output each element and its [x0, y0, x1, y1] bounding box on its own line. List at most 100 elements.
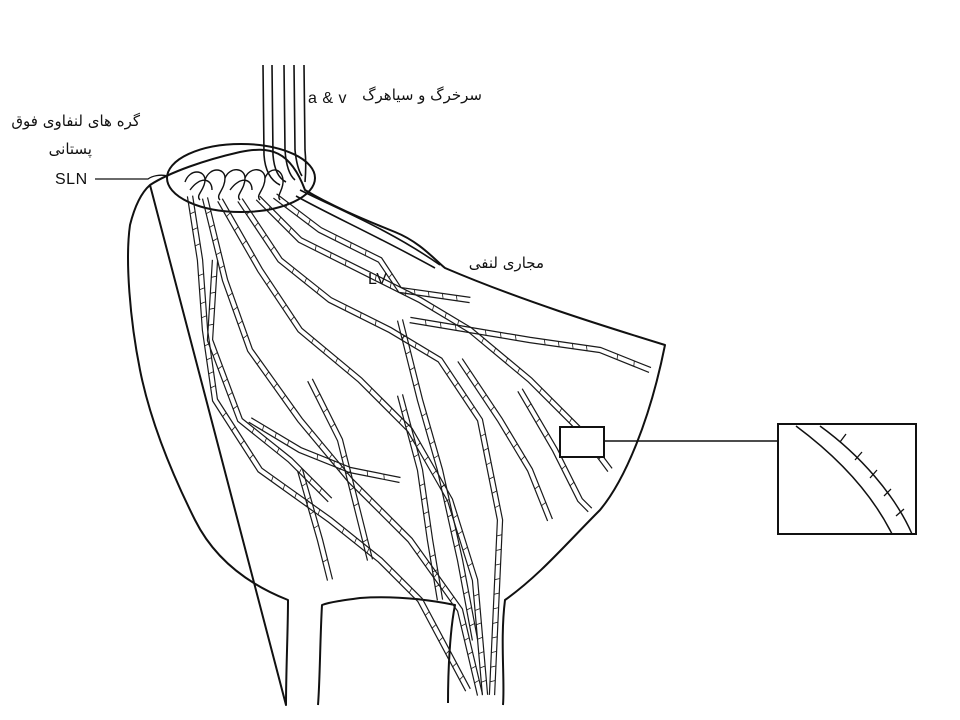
lymph-valve-tick	[206, 357, 212, 361]
lymph-valve-tick	[616, 354, 618, 360]
lymph-valve-tick	[195, 243, 201, 247]
artery-vein-label-en: a & v	[308, 90, 347, 107]
lymph-vessel-wall	[409, 322, 650, 373]
lymph-valve-tick	[568, 418, 573, 424]
lymph-node-circle	[166, 143, 316, 213]
lymph-valve-tick	[445, 649, 450, 655]
lymph-valve-tick	[359, 312, 362, 319]
lymph-valve-tick	[328, 454, 333, 460]
lymph-valve-tick	[527, 403, 532, 408]
lymph-valve-tick	[389, 282, 392, 289]
lymph-valve-tick	[414, 289, 416, 295]
lymph-valve-tick	[267, 206, 271, 212]
lymph-valve-tick	[493, 592, 500, 595]
lymph-valve-tick	[341, 455, 347, 459]
lymph-valve-tick	[424, 456, 429, 461]
lymph-valve-tick	[282, 484, 286, 490]
lymph-valve-tick	[459, 675, 464, 680]
lymph-valve-tick	[308, 219, 311, 225]
lymph-vessel-wall	[248, 421, 400, 484]
lymph-valve-tick	[282, 304, 287, 309]
lymph-valve-tick	[401, 335, 407, 339]
lymph-valve-tick	[251, 427, 255, 434]
lymph-valve-tick	[491, 651, 497, 653]
lymph-vessel-wall	[221, 198, 489, 695]
lymph-valve-tick	[200, 301, 206, 305]
lymph-valve-tick	[318, 442, 323, 448]
lymph-valve-tick	[349, 487, 355, 491]
lymph-valve-tick	[457, 320, 460, 326]
lymph-valve-tick	[374, 275, 377, 281]
lymph-valve-tick	[316, 287, 320, 294]
lymph-valve-tick	[490, 406, 495, 411]
lymph-valve-tick	[308, 430, 313, 436]
lymph-valve-tick	[474, 382, 479, 387]
lymph-valve-tick	[561, 465, 566, 470]
lymph-node-label-fa-line1: گره های لنفاوی فوق	[11, 112, 140, 130]
lymph-valve-tick	[231, 426, 236, 431]
lymph-valve-tick	[450, 529, 457, 533]
lymph-vessel-wall	[206, 197, 484, 695]
lymph-valve-tick	[345, 471, 351, 475]
lymph-valve-tick	[425, 611, 430, 616]
lymph-valve-tick	[517, 367, 521, 374]
lymph-vessel-wall	[237, 201, 499, 695]
lymph-valve-tick	[211, 275, 217, 278]
lymph-valve-tick	[466, 370, 471, 375]
lymph-valve-tick	[240, 440, 245, 445]
lymph-valve-tick	[429, 440, 435, 445]
lymph-valve-tick	[428, 291, 430, 297]
lymph-valve-tick	[198, 273, 204, 277]
lymph-valve-tick	[298, 468, 303, 474]
lymph-valve-tick	[423, 511, 429, 515]
lymph-valve-tick	[444, 499, 450, 503]
lymph-node-label-en: SLN	[55, 171, 88, 188]
lymph-valve-tick	[558, 341, 560, 347]
lymph-valve-tick	[353, 503, 359, 507]
lymph-valve-tick	[273, 383, 278, 388]
lymph-valve-tick	[450, 596, 455, 602]
lymph-valve-tick	[409, 367, 415, 371]
lymph-valve-tick	[227, 292, 233, 297]
lymph-valve-tick	[222, 378, 228, 383]
lymph-valve-tick	[440, 484, 447, 488]
lymph-valve-tick	[425, 525, 431, 529]
lymph-valve-tick	[432, 569, 438, 573]
lymph-valve-tick	[470, 665, 477, 670]
lymph-valve-tick	[398, 578, 403, 584]
lymph-vessel-wall	[186, 196, 467, 692]
lymph-valve-tick	[216, 251, 222, 256]
lymph-valve-tick	[262, 425, 265, 431]
lymph-valve-tick	[478, 651, 484, 654]
lymph-valve-tick	[534, 485, 540, 490]
lymph-valve-tick	[242, 240, 247, 245]
lymph-valve-tick	[462, 394, 467, 399]
lymph-valve-tick	[496, 534, 502, 537]
lymph-valve-tick	[254, 222, 259, 227]
lymph-valve-tick	[405, 351, 411, 355]
lymph-valve-tick	[234, 226, 239, 231]
lymph-valve-tick	[270, 246, 275, 251]
lymph-valve-tick	[572, 343, 574, 349]
lymph-valve-tick	[494, 504, 500, 509]
lymph-valve-tick	[460, 623, 467, 627]
lymph-valve-tick	[432, 470, 437, 475]
lymph-vessel-wall	[301, 469, 334, 580]
lymph-valve-tick	[344, 260, 347, 266]
lymph-valve-tick	[462, 546, 468, 551]
lymph-valve-tick	[190, 211, 196, 215]
lymph-valve-tick	[464, 637, 470, 641]
lymph-valve-tick	[416, 549, 421, 555]
lymph-valve-tick	[232, 306, 238, 311]
lymph-vessel-wall	[296, 470, 329, 581]
lymph-valve-tick	[520, 455, 525, 461]
lymph-valve-tick	[226, 212, 231, 217]
lymph-valve-tick	[491, 636, 498, 639]
lymph-valve-tick	[308, 478, 313, 484]
sln-leader-line	[95, 174, 169, 180]
lymph-valve-tick	[317, 509, 321, 515]
lymph-valve-tick	[476, 622, 482, 626]
lymph-valve-tick	[315, 393, 321, 398]
lymph-vessel-wall	[201, 198, 479, 696]
lymph-valve-tick	[463, 591, 469, 595]
